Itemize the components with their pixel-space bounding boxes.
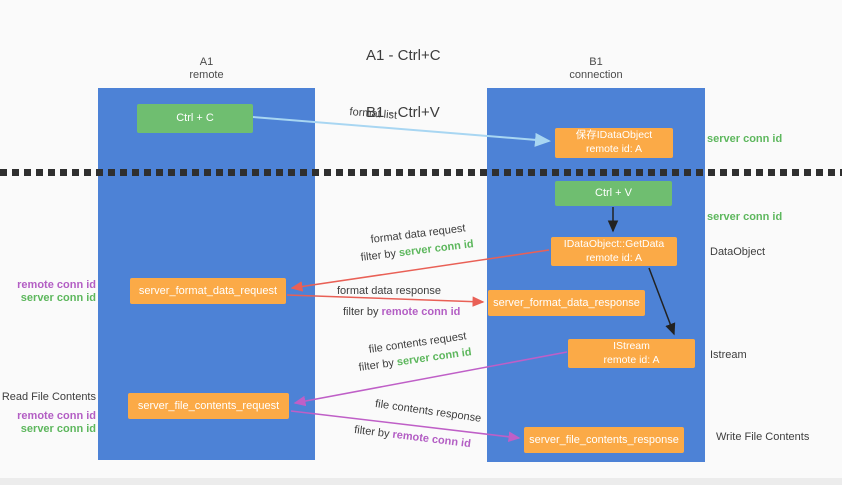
arrow-label-file-contents-response-filter: filter by remote conn id bbox=[354, 424, 472, 450]
right-label-istream: Istream bbox=[710, 349, 747, 361]
filter-key-remote-conn-id: remote conn id bbox=[381, 306, 461, 318]
node-istream-line2: remote id: A bbox=[603, 353, 660, 366]
phase-separator-dotted-line bbox=[0, 169, 842, 176]
node-save-idataobject-line2: remote id: A bbox=[585, 143, 643, 155]
bottom-edge-strip bbox=[0, 478, 842, 485]
node-server-file-contents-request-label: server_file_contents_request bbox=[137, 399, 280, 412]
diagram-title: A1 - Ctrl+C B1 - Ctrl+V bbox=[366, 8, 441, 160]
node-idataobject-getdata: IDataObject::GetData remote id: A bbox=[551, 237, 677, 266]
filter-by-prefix: filter by bbox=[360, 247, 400, 264]
column-a1-name: A1 bbox=[199, 56, 214, 68]
node-server-format-data-response-label: server_format_data_response bbox=[493, 296, 640, 309]
column-b1-name: B1 bbox=[589, 56, 603, 68]
filter-by-prefix: filter by bbox=[343, 306, 382, 318]
arrow-label-file-contents-response: file contents response bbox=[374, 398, 482, 425]
filter-key-server-conn-id: server conn id bbox=[398, 238, 475, 260]
title-line-1: A1 - Ctrl+C bbox=[366, 47, 441, 64]
node-server-file-contents-response: server_file_contents_response bbox=[524, 427, 684, 453]
node-ctrl-v: Ctrl + V bbox=[555, 181, 672, 206]
left-label-read-file-contents: Read File Contents bbox=[1, 391, 96, 403]
arrow-label-format-data-response: format data response bbox=[337, 285, 441, 297]
node-save-idataobject-line1: 保存IDataObject bbox=[575, 129, 653, 142]
column-header-a1: A1 remote bbox=[98, 56, 315, 82]
right-label-server-conn-id-top: server conn id bbox=[707, 133, 783, 145]
left-label-remote-conn-id-1: remote conn id bbox=[17, 279, 96, 291]
left-annotation-file-request: Read File Contents remote conn id server… bbox=[0, 391, 96, 436]
left-label-server-conn-id-1: server conn id bbox=[20, 292, 96, 304]
node-idataobject-getdata-line2: remote id: A bbox=[585, 251, 643, 264]
node-istream: IStream remote id: A bbox=[568, 339, 695, 368]
node-server-format-data-request: server_format_data_request bbox=[130, 278, 286, 304]
node-ctrl-c-label: Ctrl + C bbox=[176, 112, 214, 125]
filter-by-prefix: filter by bbox=[358, 356, 398, 374]
node-save-idataobject: 保存IDataObject remote id: A bbox=[555, 128, 673, 158]
column-a1-subtitle: remote bbox=[189, 69, 224, 81]
node-istream-line1: IStream bbox=[613, 339, 650, 352]
node-ctrl-v-label: Ctrl + V bbox=[595, 187, 632, 200]
left-annotation-format-request: remote conn id server conn id bbox=[0, 279, 96, 305]
right-label-write-file-contents: Write File Contents bbox=[716, 431, 810, 443]
node-idataobject-getdata-line1: IDataObject::GetData bbox=[563, 237, 665, 250]
node-server-format-data-response: server_format_data_response bbox=[488, 290, 645, 316]
column-b1-subtitle: connection bbox=[569, 69, 623, 81]
arrow-label-format-data-response-filter: filter by remote conn id bbox=[343, 306, 460, 318]
node-ctrl-c: Ctrl + C bbox=[137, 104, 253, 133]
left-label-remote-conn-id-2: remote conn id bbox=[17, 410, 96, 422]
node-server-file-contents-response-label: server_file_contents_response bbox=[529, 433, 679, 446]
filter-by-prefix: filter by bbox=[353, 424, 394, 441]
node-server-format-data-request-label: server_format_data_request bbox=[138, 284, 278, 297]
right-label-dataobject: DataObject bbox=[710, 246, 766, 258]
left-label-server-conn-id-2: server conn id bbox=[20, 423, 96, 435]
node-server-file-contents-request: server_file_contents_request bbox=[128, 393, 289, 419]
right-label-server-conn-id-mid: server conn id bbox=[707, 211, 783, 223]
filter-key-remote-conn-id: remote conn id bbox=[391, 428, 472, 451]
arrow-label-format-list: format list bbox=[349, 106, 398, 122]
column-header-b1: B1 connection bbox=[487, 56, 705, 82]
